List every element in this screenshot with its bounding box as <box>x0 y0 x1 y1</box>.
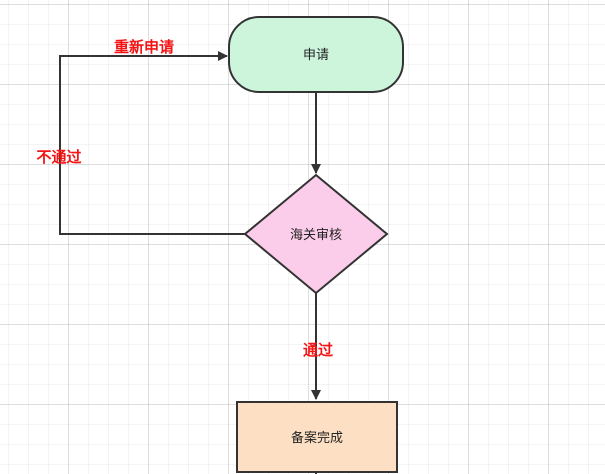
edge-label-rejected: 不通过 <box>36 148 81 166</box>
node-filing-complete-label: 备案完成 <box>291 430 343 446</box>
node-apply-label: 申请 <box>303 48 329 63</box>
node-customs-review-label: 海关审核 <box>290 228 342 243</box>
edge-label-reapply: 重新申请 <box>114 38 174 56</box>
edge-review-to-apply <box>59 51 247 235</box>
edge-label-approved: 通过 <box>303 341 333 359</box>
node-apply-shape[interactable] <box>228 16 404 93</box>
node-filing-complete-shape[interactable] <box>236 401 398 473</box>
node-customs-review-shape[interactable] <box>243 173 389 295</box>
